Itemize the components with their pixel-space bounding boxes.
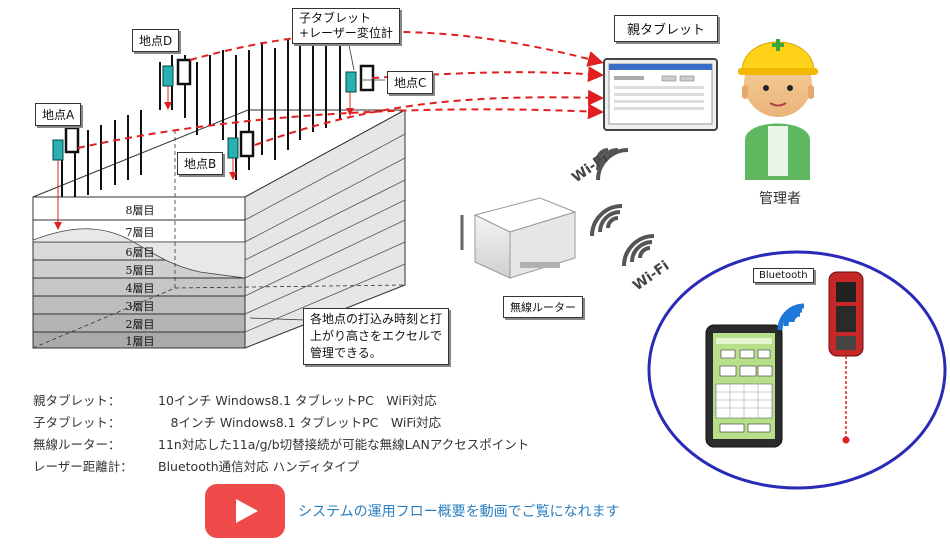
wireless-router: [460, 197, 577, 279]
child-tablet-c: [345, 64, 375, 93]
spec-value: 8インチ Windows8.1 タブレットPC WiFi対応: [158, 415, 442, 430]
spec-row-router: 無線ルーター： 11n対応した11a/g/b切替接続が可能な無線LANアクセスポ…: [33, 434, 529, 456]
video-link[interactable]: システムの運用フロー概要を動画でご覧になれます: [298, 504, 620, 520]
admin-figure: [738, 39, 818, 180]
bluetooth-label: Bluetooth: [753, 268, 814, 283]
spec-value: 10インチ Windows8.1 タブレットPC WiFi対応: [158, 393, 437, 408]
child-tablet-label: 子タブレット +レーザー変位計: [292, 8, 400, 44]
point-c-label: 地点C: [387, 71, 434, 94]
excel-management-note: 各地点の打込み時刻と打 上がり高さをエクセルで 管理できる。: [303, 308, 450, 365]
child-tablet-large: [705, 324, 783, 448]
piles: [61, 35, 341, 197]
layer-label-6: 6層目: [125, 246, 155, 259]
child-tablet-a: [52, 126, 80, 161]
layer-label-1: 1層目: [125, 335, 155, 348]
spec-key: 無線ルーター：: [33, 437, 121, 452]
spec-row-child-tablet: 子タブレット： 8インチ Windows8.1 タブレットPC WiFi対応: [33, 412, 529, 434]
laser-arrows: [54, 86, 354, 230]
layer-label-4: 4層目: [125, 282, 155, 295]
spec-key: レーザー距離計：: [33, 459, 133, 474]
parent-tablet-label: 親タブレット: [614, 15, 719, 42]
layer-label-8: 8層目: [125, 204, 155, 217]
play-icon: [236, 499, 258, 523]
layer-label-2: 2層目: [125, 318, 155, 331]
child-tablet-b: [227, 130, 255, 159]
layered-block: [32, 109, 406, 349]
parent-tablet: [603, 58, 718, 131]
spec-value: 11n対応した11a/g/b切替接続が可能な無線LANアクセスポイント: [158, 437, 530, 452]
point-a-label: 地点A: [35, 103, 82, 126]
spec-value: Bluetooth通信対応 ハンディタイプ: [158, 459, 360, 474]
wifi-icon-1: [596, 148, 629, 181]
spec-row-parent-tablet: 親タブレット： 10インチ Windows8.1 タブレットPC WiFi対応: [33, 390, 529, 412]
router-label: 無線ルーター: [503, 296, 583, 318]
data-transfer-arrows: [77, 30, 604, 149]
point-b-label: 地点B: [177, 152, 224, 175]
child-tablet-d: [162, 58, 192, 87]
point-d-label: 地点D: [132, 29, 180, 52]
spec-key: 子タブレット：: [33, 415, 121, 430]
layer-label-5: 5層目: [125, 264, 155, 277]
wifi-icon-3: [622, 234, 655, 267]
laser-distance-meter: [828, 271, 864, 444]
field-device-ellipse: [647, 250, 947, 490]
spec-key: 親タブレット：: [33, 393, 121, 408]
video-play-button[interactable]: [205, 484, 285, 538]
spec-row-laser: レーザー距離計： Bluetooth通信対応 ハンディタイプ: [33, 456, 529, 478]
layer-label-3: 3層目: [125, 300, 155, 313]
spec-list: 親タブレット： 10インチ Windows8.1 タブレットPC WiFi対応 …: [33, 390, 529, 478]
admin-label: 管理者: [759, 191, 801, 207]
wifi-icon-2: [590, 204, 623, 237]
bluetooth-signal-icon: [777, 303, 805, 331]
layer-label-7: 7層目: [125, 226, 155, 239]
